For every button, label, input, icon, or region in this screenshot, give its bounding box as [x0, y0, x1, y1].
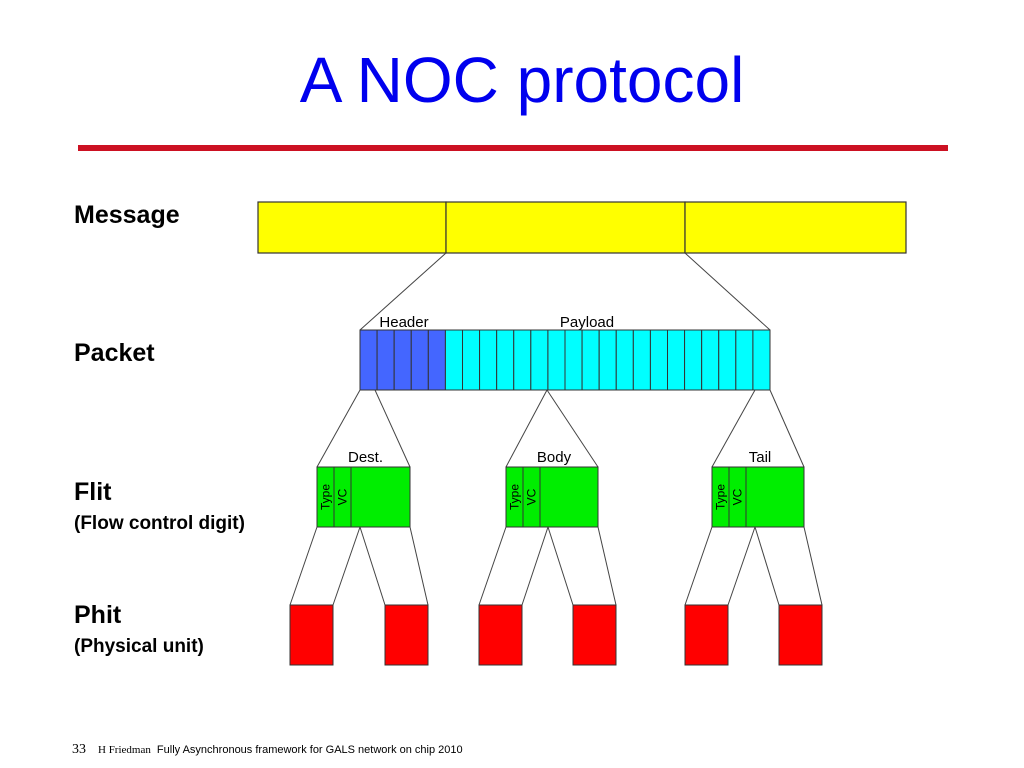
label-flit-sub: (Flow control digit)	[74, 513, 245, 534]
footer-citation: Fully Asynchronous framework for GALS ne…	[156, 744, 463, 756]
page-number: 33	[72, 742, 86, 757]
packet-payload-cell	[684, 329, 703, 391]
packet-payload-cell	[735, 329, 754, 391]
title-divider	[78, 145, 948, 151]
phit-block	[384, 604, 429, 666]
packet-payload-cell	[513, 329, 532, 391]
flit-phit-connectors	[289, 526, 823, 606]
label-packet: Packet	[74, 339, 155, 367]
flit-type-label: Type	[508, 484, 522, 510]
flit-label: Tail	[749, 449, 772, 466]
packet-payload-cell	[530, 329, 549, 391]
packet-flit-connectors	[316, 389, 805, 468]
packet-header-cell	[427, 329, 446, 391]
message-segment	[445, 201, 686, 254]
label-phit-sub: (Physical unit)	[74, 636, 204, 657]
flit-box	[316, 466, 411, 528]
flit-label: Body	[537, 449, 572, 466]
packet-payload-cell	[564, 329, 583, 391]
flit-vc-label: VC	[731, 488, 745, 505]
packet-payload-cell	[718, 329, 737, 391]
message-segment	[684, 201, 907, 254]
label-message: Message	[74, 201, 180, 229]
packet-header-cell	[376, 329, 395, 391]
footer-author: H Friedman	[98, 744, 151, 756]
flit-box	[711, 466, 805, 528]
phit-block	[572, 604, 617, 666]
packet-header-cell	[410, 329, 429, 391]
packet-payload-cell	[649, 329, 668, 391]
packet-header-cell	[393, 329, 412, 391]
packet-payload-cell	[701, 329, 720, 391]
phit-block	[778, 604, 823, 666]
flit-vc-label: VC	[525, 488, 539, 505]
packet-payload-cell	[752, 329, 771, 391]
packet-header-cell	[359, 329, 378, 391]
packet-payload-cell	[581, 329, 600, 391]
packet-header-label: Header	[379, 314, 428, 331]
packet-payload-cell	[632, 329, 651, 391]
packet-payload-cell	[479, 329, 498, 391]
packet-payload-cell	[496, 329, 515, 391]
flit-vc-label: VC	[336, 488, 350, 505]
packet-payload-cell	[462, 329, 481, 391]
packet-payload-label: Payload	[560, 314, 614, 331]
flit-box	[505, 466, 599, 528]
message-bar	[257, 201, 907, 254]
packet-payload-cell	[598, 329, 617, 391]
phit-block	[289, 604, 334, 666]
phit-row	[289, 604, 823, 666]
label-phit: Phit	[74, 601, 122, 629]
phit-block	[684, 604, 729, 666]
packet-bar	[359, 329, 771, 391]
slide-title: A NOC protocol	[299, 44, 745, 116]
message-segment	[257, 201, 447, 254]
phit-block	[478, 604, 523, 666]
packet-payload-cell	[444, 329, 464, 391]
flit-type-label: Type	[319, 484, 333, 510]
packet-payload-cell	[615, 329, 634, 391]
slide-footer: 33 H Friedman Fully Asynchronous framewor…	[72, 742, 463, 758]
packet-payload-cell	[667, 329, 686, 391]
message-packet-connectors	[359, 252, 771, 331]
packet-payload-cell	[547, 329, 566, 391]
flit-label: Dest.	[348, 449, 383, 466]
label-flit: Flit	[74, 478, 112, 506]
flit-type-label: Type	[714, 484, 728, 510]
